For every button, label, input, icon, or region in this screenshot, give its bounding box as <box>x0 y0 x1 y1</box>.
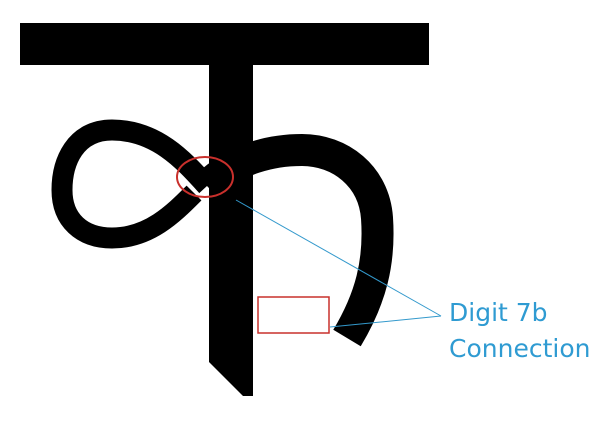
glyph <box>20 23 429 396</box>
glyph-headline-bar <box>20 23 429 65</box>
glyph-right-sweep <box>195 134 394 347</box>
annotation-label-line1: Digit 7b <box>449 298 548 327</box>
connection-highlight-rectangle <box>257 296 330 334</box>
glyph-vertical-stem <box>209 65 253 396</box>
annotation-label-line2: Connection <box>449 334 590 363</box>
connection-highlight-ellipse <box>176 156 234 198</box>
leader-line-lower <box>329 315 442 328</box>
leader-line-upper <box>235 199 442 317</box>
glyph-left-loop <box>51 119 215 249</box>
